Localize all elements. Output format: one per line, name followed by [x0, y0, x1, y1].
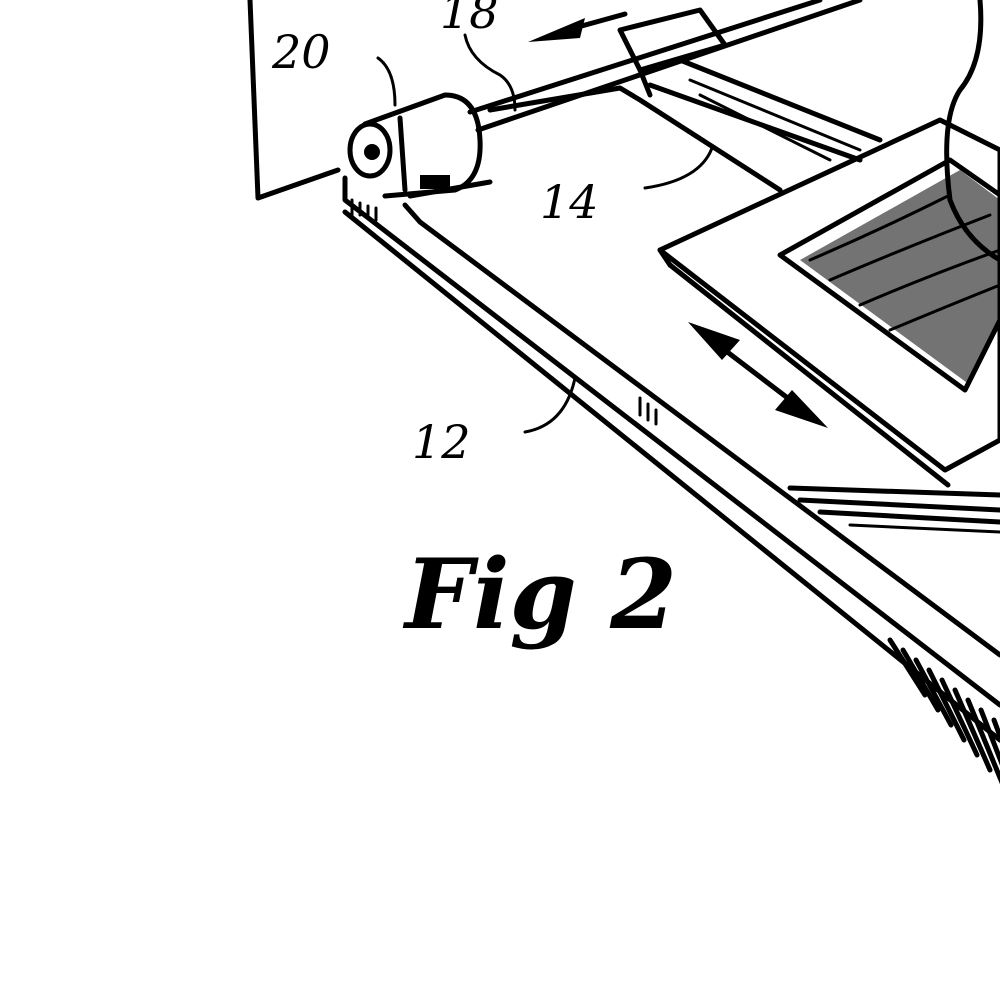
top-arrow [528, 11, 628, 42]
edge-hatching [887, 637, 1000, 785]
hatch-stroke [939, 677, 980, 758]
guide-rod [467, 0, 863, 133]
base-plate [342, 175, 1000, 743]
hatch-stroke [900, 647, 941, 713]
shading-lines [787, 485, 1000, 534]
roller-cylinder [347, 92, 493, 199]
raised-plate [487, 85, 783, 193]
hatch-stroke [978, 707, 1000, 766]
double-arrow [688, 322, 828, 428]
leader-lines [376, 33, 714, 434]
ref-numeral-20: 20 [271, 25, 331, 79]
ref-numeral-12: 12 [412, 415, 471, 469]
carriage-block [617, 7, 883, 163]
hatch-stroke [913, 657, 954, 728]
hatch-stroke [965, 697, 1000, 785]
sliding-frame [657, 117, 1000, 488]
ref-numeral-18: 18 [440, 0, 499, 39]
hatch-stroke [887, 637, 928, 698]
back-panel [247, 0, 341, 201]
hatch-stroke [952, 687, 993, 773]
hatch-stroke [926, 667, 967, 743]
ref-numeral-14: 14 [540, 175, 599, 229]
figure-caption: Fig 2 [402, 538, 677, 651]
hand [944, 0, 1000, 263]
